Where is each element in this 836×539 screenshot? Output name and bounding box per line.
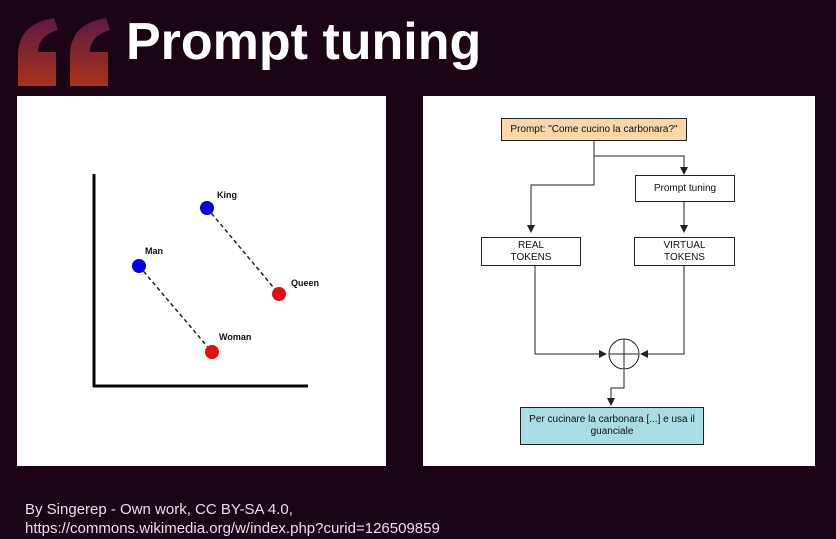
virtual-tokens-box: VIRTUAL TOKENS — [634, 237, 735, 266]
embedding-plot — [92, 174, 308, 388]
point-man — [132, 259, 146, 273]
prompt-tuning-text: Prompt tuning — [653, 182, 717, 194]
real-tokens-box: REAL TOKENS — [481, 237, 581, 266]
point-king — [200, 201, 214, 215]
label-king: King — [217, 190, 237, 200]
quote-mark-icon — [18, 18, 110, 86]
output-line2: guanciale — [590, 426, 634, 437]
caption-line-1: By Singerep - Own work, CC BY-SA 4.0, — [25, 501, 293, 518]
label-woman: Woman — [219, 332, 252, 342]
real-tokens-line2: TOKENS — [510, 251, 552, 263]
arrow-to-real — [527, 141, 595, 233]
real-tokens-line1: REAL — [517, 239, 545, 251]
man-woman-link — [138, 265, 213, 353]
output-box: Per cucinare la carbonara [...] e usa il… — [520, 407, 704, 445]
point-woman — [205, 345, 219, 359]
prompt-box-text: Prompt: "Come cucino la carbonara?" — [510, 123, 678, 135]
label-man: Man — [145, 246, 163, 256]
arrow-real-to-sum — [534, 266, 607, 358]
arrow-sum-to-output — [607, 370, 625, 406]
arrow-to-prompt-tuning — [594, 155, 688, 175]
virtual-tokens-line2: TOKENS — [664, 251, 705, 263]
output-line1: Per cucinare la carbonara [...] e usa il — [529, 414, 695, 425]
attribution-caption: By Singerep - Own work, CC BY-SA 4.0, ht… — [25, 500, 440, 538]
virtual-tokens-line1: VIRTUAL — [663, 239, 706, 251]
king-queen-link — [206, 207, 280, 295]
arrow-virtual-to-sum — [640, 266, 685, 358]
slide-title: Prompt tuning — [126, 13, 482, 71]
prompt-tuning-box: Prompt tuning — [635, 175, 735, 202]
label-queen: Queen — [291, 278, 320, 288]
flowchart-connectors — [527, 141, 688, 406]
embedding-analogy-figure: King Queen Man Woman — [17, 96, 386, 466]
prompt-box: Prompt: "Come cucino la carbonara?" — [501, 118, 687, 141]
prompt-tuning-flowchart: Prompt: "Come cucino la carbonara?" Prom… — [423, 96, 815, 466]
caption-line-2[interactable]: https://commons.wikimedia.org/w/index.ph… — [25, 520, 440, 537]
point-queen — [272, 287, 286, 301]
